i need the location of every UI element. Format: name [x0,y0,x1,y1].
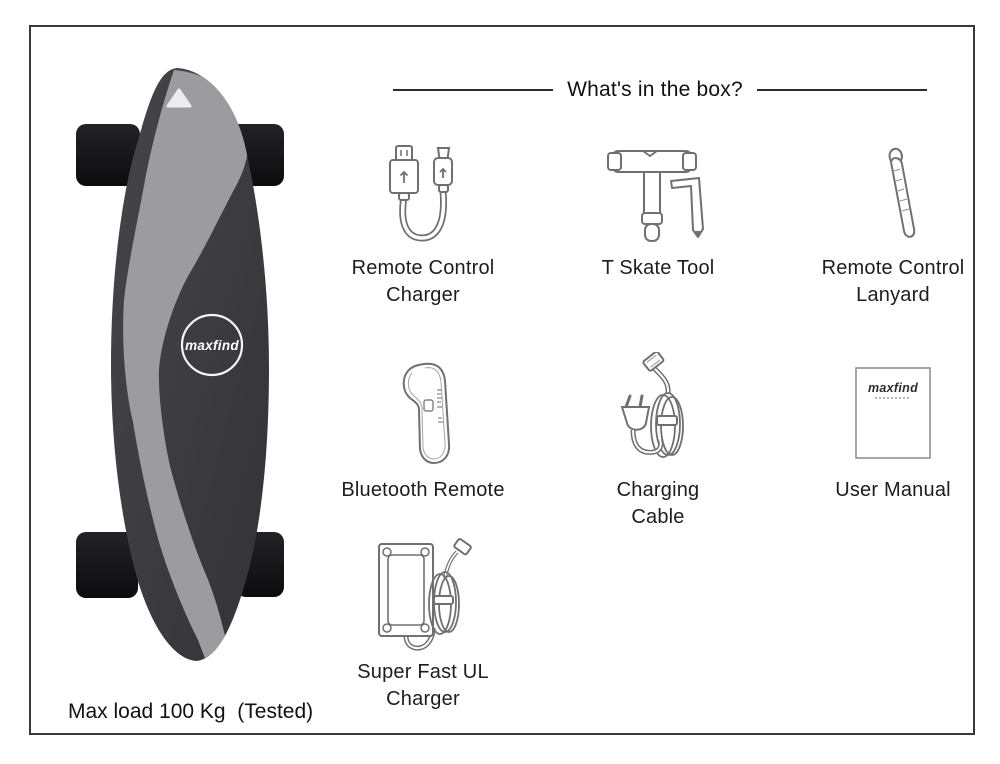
item-label: Charging Cable [616,479,700,528]
item-icon-box [563,138,753,252]
box-item-remote-control-charger: Remote Control Charger [333,140,513,309]
box-item-t-skate-tool: T Skate Tool [563,138,753,282]
page-title: What's in the box? [567,78,743,101]
header-rule-right [756,89,927,91]
item-icon-box [333,140,513,252]
box-item-charging-cable: Charging Cable [563,350,753,531]
item-label: User Manual [835,479,951,501]
item-label: Super Fast UL Charger [357,661,489,710]
max-load-note: Max load 100 Kg (Tested) [68,700,314,723]
skateboard-illustration: maxfind [76,68,284,661]
skateboard-wheel [76,124,140,186]
super-fast-ul-charger-icon [378,538,472,651]
box-item-bluetooth-remote: Bluetooth Remote [333,352,513,504]
item-label: Bluetooth Remote [341,479,505,501]
deck-logo-text: maxfind [185,338,239,353]
item-icon-box [563,350,753,474]
skateboard-wheel [76,532,138,598]
box-item-user-manual: maxfind User Manual [793,352,993,504]
remote-control-lanyard-icon [888,147,916,238]
charging-cable-icon [620,352,684,458]
deck-stripe [123,70,248,661]
item-icon-box [328,538,518,656]
header-rule-left [393,89,554,91]
item-icon-box: maxfind [793,352,993,474]
box-item-super-fast-ul-charger: Super Fast UL Charger [328,538,518,713]
item-icon-box [793,140,993,252]
remote-control-charger-icon [389,145,453,242]
user-manual-icon: maxfind [855,367,931,459]
direction-arrow-icon [166,88,192,108]
box-item-remote-control-lanyard: Remote Control Lanyard [793,140,993,309]
image-border-frame [29,25,975,735]
item-label: T Skate Tool [601,257,715,279]
item-icon-box [333,352,513,474]
t-skate-tool-icon [607,150,704,242]
item-label: Remote Control Lanyard [821,257,965,306]
maxfind-logo-badge: maxfind [180,313,244,377]
bluetooth-remote-icon [402,362,451,465]
whats-in-the-box-header: What's in the box? [380,76,940,104]
item-label: Remote Control Charger [351,257,495,306]
manual-logo-text: maxfind [868,381,918,395]
